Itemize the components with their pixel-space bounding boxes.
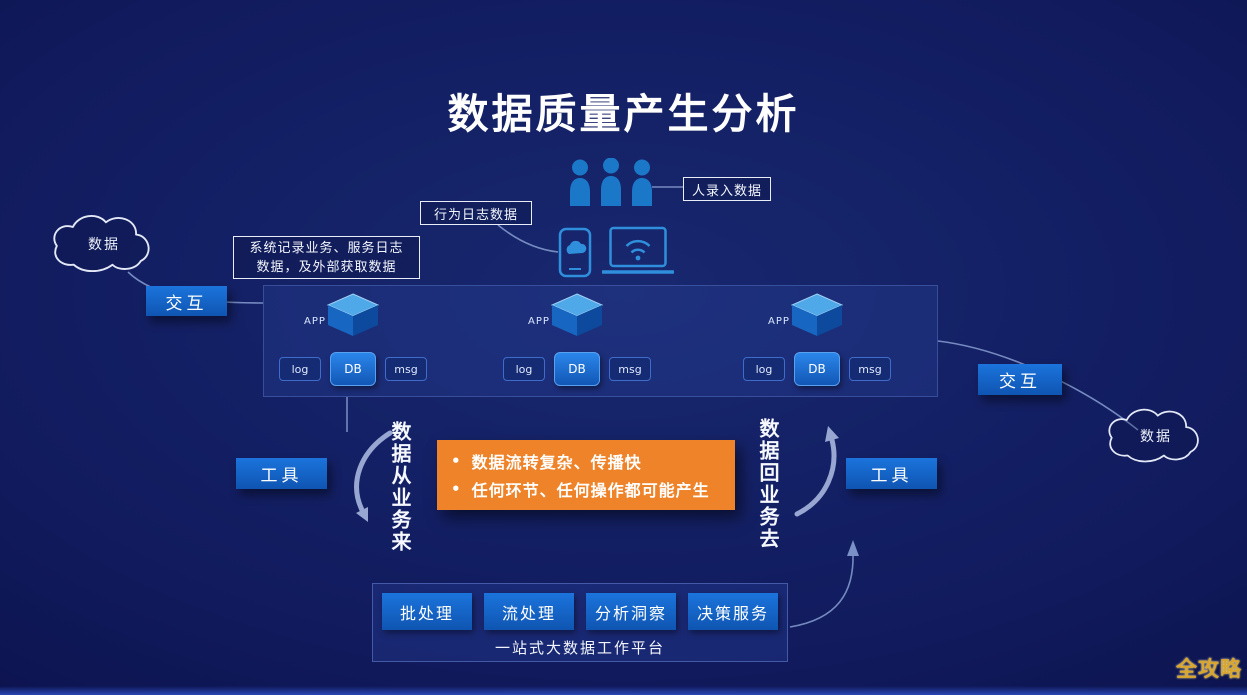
system-record-line2: 数据，及外部获取数据 (256, 259, 397, 275)
callout-text-2: 任何环节、任何操作都可能产生 (471, 481, 710, 500)
flow-from-business-text: 数据从业务来 (388, 421, 412, 553)
phone-cloud-icon (558, 227, 592, 278)
flow-left-arrowhead (356, 507, 368, 522)
cloud-icon (53, 215, 150, 273)
phone-icon (556, 226, 594, 280)
laptop-icon (601, 226, 675, 278)
storage-row: log DB msg (742, 352, 892, 386)
bottom-edge-glow (0, 686, 1247, 695)
platform-to-tool-line (789, 553, 854, 628)
system-record-label: 系统记录业务、服务日志 数据，及外部获取数据 (233, 236, 420, 279)
app-group-2: APP log DB msg (502, 292, 652, 386)
batch-processing-button[interactable]: 批处理 (382, 593, 472, 630)
flow-to-business-text: 数据回业务去 (756, 418, 780, 550)
behavior-log-label: 行为日志数据 (420, 201, 532, 225)
platform-panel: 批处理 流处理 分析洞察 决策服务 一站式大数据工作平台 (372, 583, 788, 662)
watermark: 全攻略 (1176, 657, 1242, 681)
behavior-to-phone-line (497, 224, 559, 253)
callout-text-1: 数据流转复杂、传播快 (471, 453, 642, 472)
tool-left-button[interactable]: 工具 (236, 458, 327, 489)
storage-row: log DB msg (278, 352, 428, 386)
app-cube-icon: APP (304, 292, 380, 338)
platform-buttons-row: 批处理 流处理 分析洞察 决策服务 (373, 584, 787, 630)
human-input-label: 人录入数据 (683, 177, 771, 201)
data-cloud-left: 数据 (45, 211, 163, 277)
risk-callout: • 数据流转复杂、传播快 • 任何环节、任何操作都可能产生 (437, 440, 735, 510)
app-label: APP (304, 316, 326, 327)
system-record-line1: 系统记录业务、服务日志 (249, 240, 404, 256)
flow-right-arrowhead (825, 426, 839, 442)
msg-box: msg (609, 357, 651, 381)
db-box: DB (554, 352, 600, 386)
tool-right-button[interactable]: 工具 (846, 458, 937, 489)
app-group-3: APP log DB msg (742, 292, 892, 386)
three-persons-icon (570, 157, 652, 206)
cloud-right-text: 数据 (1140, 429, 1172, 445)
laptop-wifi-icon (601, 226, 675, 274)
page-title: 数据质量产生分析 (447, 90, 800, 138)
interact-right-button[interactable]: 交互 (978, 364, 1062, 395)
stream-processing-button[interactable]: 流处理 (484, 593, 574, 630)
platform-caption: 一站式大数据工作平台 (494, 639, 665, 657)
cloud-left-text: 数据 (88, 237, 120, 253)
decision-service-button[interactable]: 决策服务 (688, 593, 778, 630)
cube-icon (790, 293, 844, 336)
log-box: log (503, 357, 545, 381)
app-group-1: APP log DB msg (278, 292, 428, 386)
cloud-icon (1108, 408, 1199, 463)
bullet-icon: • (451, 480, 462, 498)
people-icons (568, 157, 660, 208)
app-label: APP (528, 316, 550, 327)
flow-left-arc (354, 430, 393, 513)
msg-box: msg (849, 357, 891, 381)
data-cloud-right: 数据 (1100, 405, 1212, 467)
flow-right-arc (794, 437, 837, 517)
msg-box: msg (385, 357, 427, 381)
log-box: log (743, 357, 785, 381)
app-cube-icon: APP (528, 292, 604, 338)
log-box: log (279, 357, 321, 381)
bullet-icon: • (451, 452, 462, 470)
platform-to-tool-arrowhead (847, 540, 859, 556)
app-label: APP (768, 316, 790, 327)
analytics-insight-button[interactable]: 分析洞察 (586, 593, 676, 630)
cube-icon (550, 293, 604, 336)
callout-item: • 数据流转复杂、传播快 (451, 449, 721, 473)
app-cube-icon: APP (768, 292, 844, 338)
interact-left-button[interactable]: 交互 (146, 286, 227, 316)
db-box: DB (330, 352, 376, 386)
app-panel: APP log DB msg APP log DB msg (263, 285, 938, 397)
storage-row: log DB msg (502, 352, 652, 386)
callout-item: • 任何环节、任何操作都可能产生 (451, 477, 721, 501)
db-box: DB (794, 352, 840, 386)
cube-icon (326, 293, 380, 336)
